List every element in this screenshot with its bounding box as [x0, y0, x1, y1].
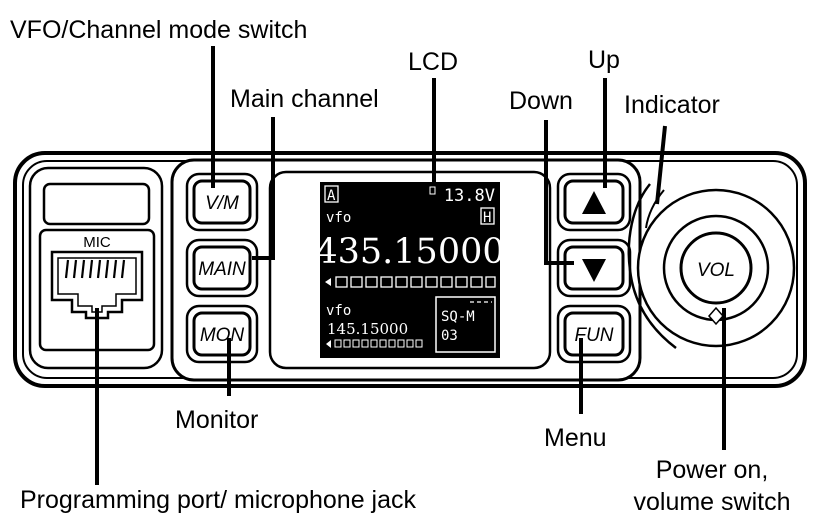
lcd-mode-sub: vfo [326, 303, 351, 319]
knob-marker-icon [708, 306, 724, 326]
band-a-badge: A [327, 188, 336, 204]
lcd-frequency-sub: 145.15000 [327, 320, 408, 338]
vm-button[interactable]: V/M [185, 172, 259, 232]
sub-signal-meter-icon [326, 339, 423, 348]
label-volume-switch: volume switch [634, 488, 791, 516]
mic-label-plate [42, 182, 151, 226]
label-lcd: LCD [408, 48, 458, 76]
up-button[interactable] [556, 172, 632, 232]
lcd-frequency-main: 435.15000 [315, 232, 504, 272]
volume-knob-inner [679, 231, 753, 305]
fun-button-label: FUN [574, 325, 613, 346]
main-button[interactable]: MAIN [185, 238, 259, 298]
down-button[interactable] [556, 238, 632, 298]
lcd-voltage: 13.8V [444, 186, 495, 206]
down-arrow-icon [582, 259, 606, 282]
fun-button[interactable]: FUN [556, 304, 632, 364]
mon-button[interactable]: MON [185, 304, 259, 364]
lcd-mode-main: vfo [326, 210, 351, 226]
label-menu: Menu [544, 424, 607, 452]
up-arrow-icon [582, 191, 606, 214]
signal-meter-icon [325, 276, 496, 288]
label-power-on: Power on, [656, 456, 769, 484]
power-badge-box [480, 207, 495, 225]
label-up: Up [588, 46, 620, 74]
label-monitor: Monitor [175, 406, 258, 434]
leader-indicator [655, 125, 667, 205]
label-indicator: Indicator [624, 91, 720, 119]
vm-button-label: V/M [205, 193, 239, 214]
squelch-box [435, 296, 496, 353]
power-badge: H [483, 210, 491, 226]
vol-knob-label: VOL [697, 260, 735, 281]
main-button-label: MAIN [198, 259, 246, 280]
rj45-jack-icon[interactable] [50, 250, 144, 320]
lcd-screen [320, 182, 500, 358]
label-main-channel: Main channel [230, 85, 379, 113]
squelch-value: 03 [441, 328, 458, 344]
label-programming-port: Programming port/ microphone jack [20, 486, 416, 514]
label-vfo-channel-switch: VFO/Channel mode switch [10, 16, 307, 44]
mic-label: MIC [83, 234, 111, 251]
label-down: Down [509, 87, 573, 115]
band-a-badge-box [324, 185, 339, 203]
indicator-light-icon [645, 189, 665, 229]
voltage-icon [429, 186, 436, 195]
mon-button-label: MON [200, 325, 245, 346]
knob-housing-arc [627, 183, 677, 349]
squelch-label: SQ-M [441, 309, 475, 325]
